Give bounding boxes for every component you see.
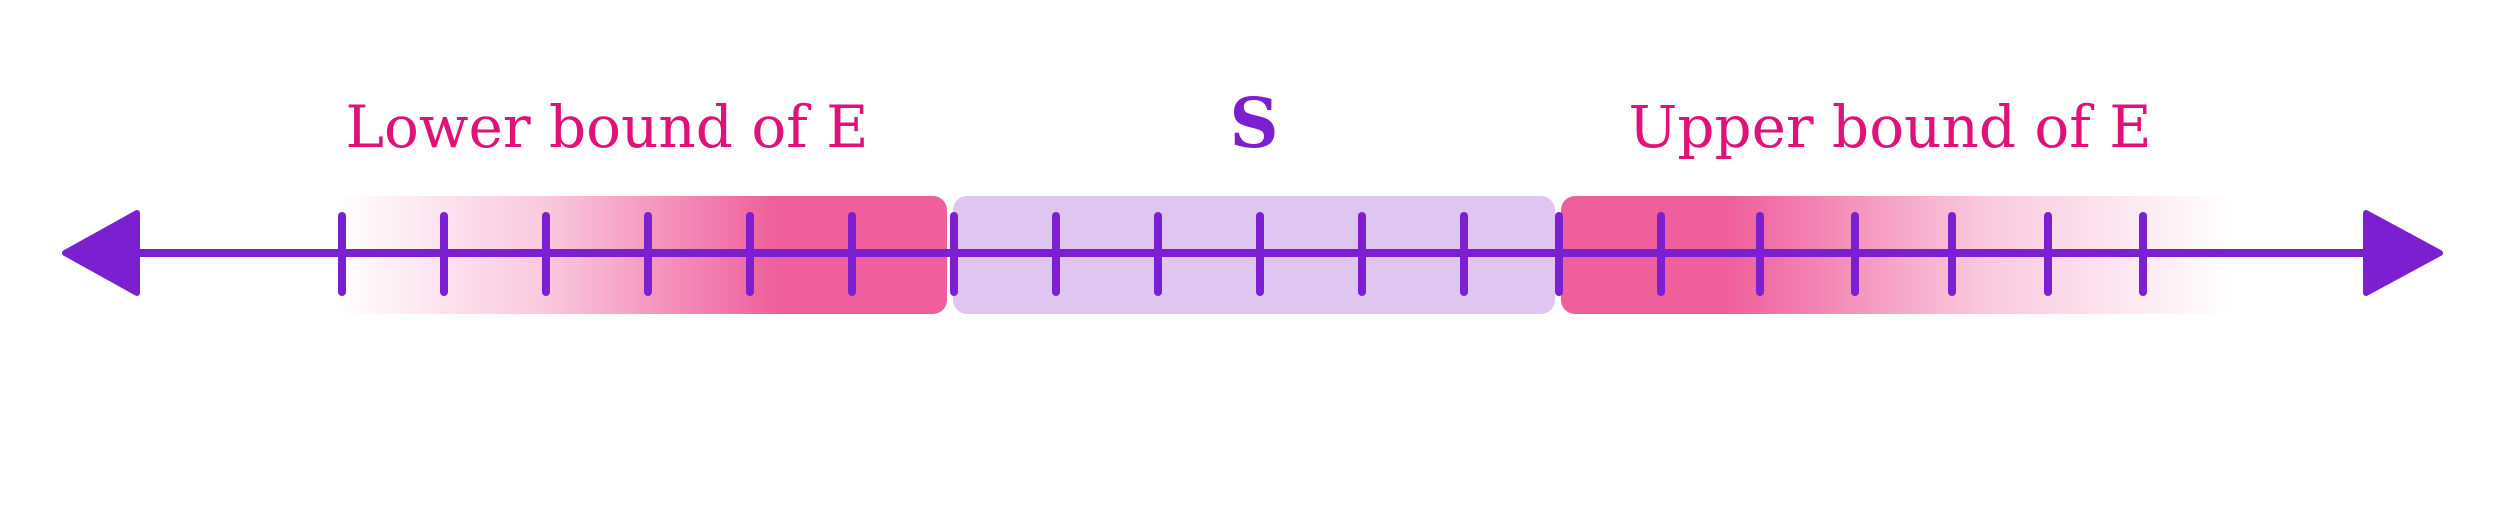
lower-bound-label: Lower bound of E	[345, 93, 868, 161]
tick-marks	[338, 212, 2147, 296]
set-s-label: S	[1229, 84, 1278, 164]
left-arrow-icon	[62, 210, 140, 296]
upper-bound-label: Upper bound of E	[1628, 93, 2151, 161]
right-arrow-icon	[2363, 210, 2443, 296]
